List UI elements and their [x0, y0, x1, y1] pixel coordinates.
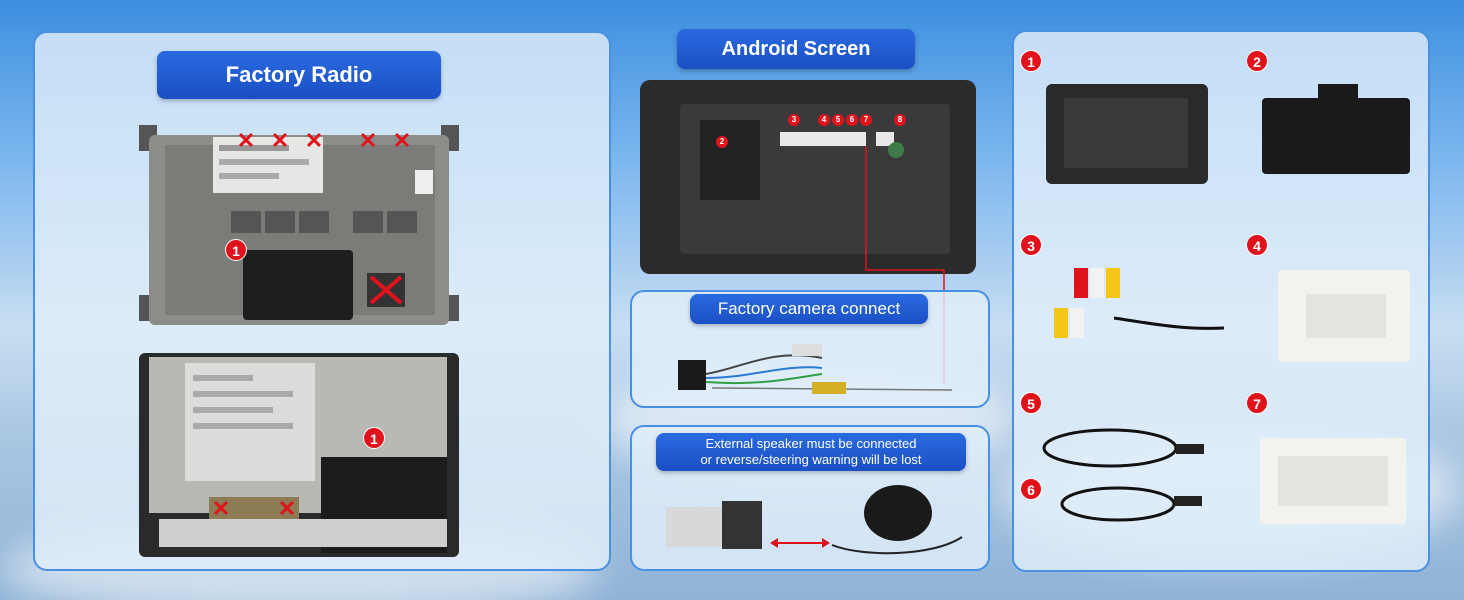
part-badge: 2	[1246, 50, 1268, 72]
quadlock-connector-icon	[1258, 82, 1414, 176]
factory-radio-alt-photo: ✕ ✕ 1	[135, 347, 463, 561]
part-badge: 6	[1020, 478, 1042, 500]
white-plug-icon	[1276, 268, 1412, 364]
parts-panel: 1 2 3 4 5 6 7	[1012, 30, 1430, 572]
not-used-x-icon: ✕	[358, 128, 378, 153]
factory-radio-back-photo: ✕ ✕ ✕ ✕ ✕ 1	[135, 115, 463, 331]
white-plug-icon	[1258, 436, 1408, 526]
part-badge: 7	[1246, 392, 1268, 414]
not-used-x-icon: ✕	[304, 128, 324, 153]
factory-radio-title: Factory Radio	[157, 51, 441, 99]
part-badge: 4	[1246, 234, 1268, 256]
port-badge: 3	[788, 114, 800, 126]
speaker-warning-label: External speaker must be connected or re…	[656, 433, 966, 471]
connector-badge: 1	[363, 427, 385, 449]
part-badge: 3	[1020, 234, 1042, 256]
port-badge: 7	[860, 114, 872, 126]
not-used-x-icon: ✕	[277, 496, 297, 521]
port-badge: 8	[894, 114, 906, 126]
usb-cable-icon	[1040, 424, 1212, 474]
connector-badge: 1	[225, 239, 247, 261]
not-used-x-icon: ✕	[392, 128, 412, 153]
not-used-x-icon: ✕	[236, 128, 256, 153]
external-speaker-panel: External speaker must be connected or re…	[630, 425, 990, 571]
speaker-warning-line2: or reverse/steering warning will be lost	[700, 452, 922, 467]
camera-harness-photo	[678, 344, 953, 394]
android-screen-back-photo: 2 3 4 5 6 7 8	[640, 80, 976, 274]
android-screen-title: Android Screen	[677, 29, 915, 69]
camera-connect-panel: Factory camera connect	[630, 290, 990, 408]
part-badge: 5	[1020, 392, 1042, 414]
port-badge: 2	[716, 136, 728, 148]
port-badge: 6	[846, 114, 858, 126]
not-used-x-icon: ✕	[270, 128, 290, 153]
port-badge: 5	[832, 114, 844, 126]
port-badge: 4	[818, 114, 830, 126]
speaker-warning-line1: External speaker must be connected	[705, 436, 917, 451]
speaker-connection-photo	[666, 485, 963, 555]
harness-connector-icon	[1044, 82, 1210, 186]
not-used-x-icon: ✕	[211, 496, 231, 521]
camera-connect-label: Factory camera connect	[690, 294, 928, 324]
factory-radio-panel: Factory Radio ✕ ✕ ✕ ✕ ✕	[33, 31, 611, 571]
usb-cable-icon	[1058, 482, 1208, 526]
part-badge: 1	[1020, 50, 1042, 72]
rca-cable-icon	[1034, 258, 1230, 358]
